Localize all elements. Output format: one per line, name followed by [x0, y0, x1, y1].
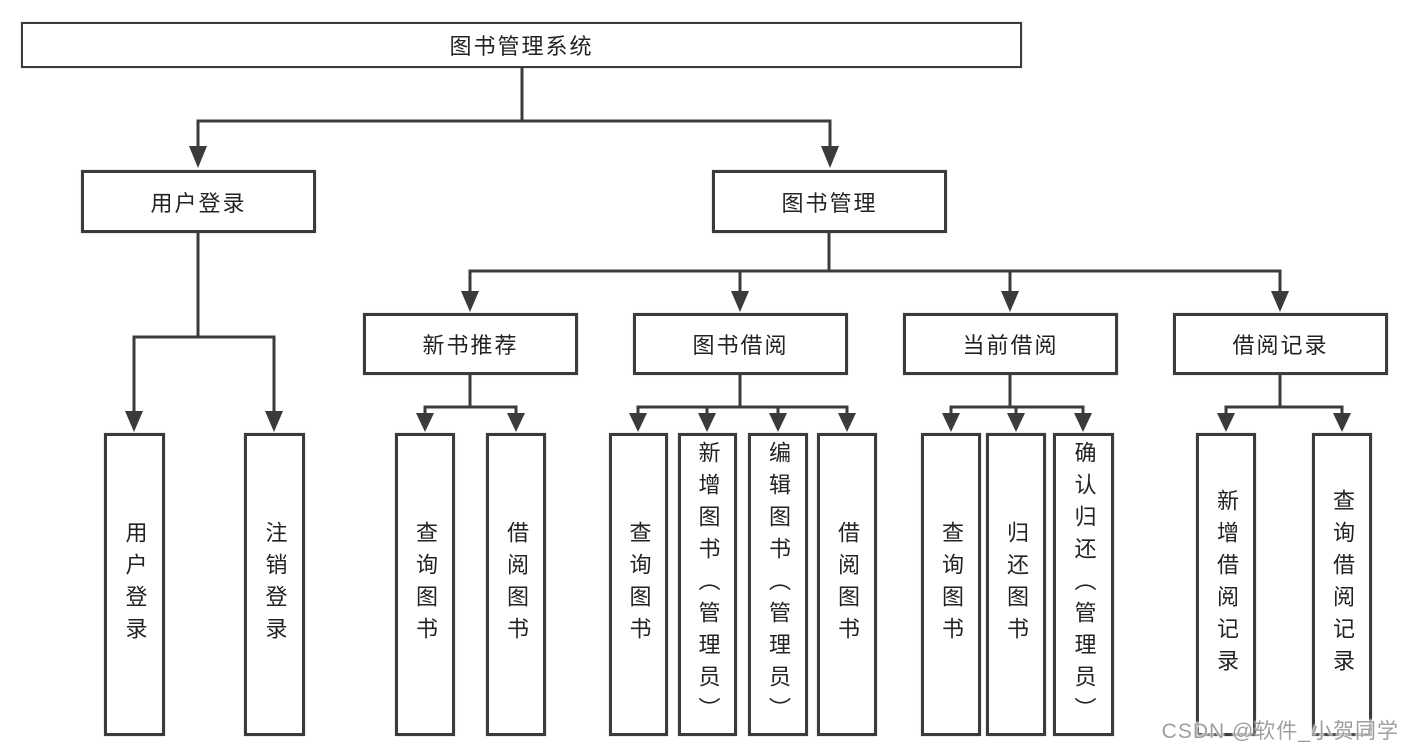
node-root-label: 图书管理系统 — [449, 34, 594, 59]
leaf-recommend-borrow-books: 借阅图书 — [486, 433, 546, 736]
leaf-recommend-query-books: 查询图书 — [395, 433, 455, 736]
node-user-login: 用户登录 — [81, 170, 316, 233]
leaf-query-borrow-record: 查询借阅记录 — [1312, 433, 1372, 736]
csdn-watermark: CSDN @软件_小贺同学 — [1161, 720, 1399, 743]
leaf-recommend-query-books-label: 查询图书 — [413, 520, 438, 649]
leaf-user-login-label: 用户登录 — [122, 520, 148, 649]
leaf-query-borrow-record-label: 查询借阅记录 — [1330, 488, 1355, 681]
leaf-confirm-return-admin: 确认归还（管理员） — [1053, 433, 1114, 736]
leaf-return-books-label: 归还图书 — [1004, 520, 1029, 649]
node-borrow-records: 借阅记录 — [1173, 313, 1388, 375]
leaf-return-books: 归还图书 — [986, 433, 1046, 736]
arrowheads — [125, 146, 1351, 432]
node-book-borrow-label: 图书借阅 — [692, 333, 789, 358]
leaf-borrow-books-label: 借阅图书 — [835, 520, 860, 649]
node-borrow-records-label: 借阅记录 — [1232, 333, 1329, 358]
leaf-logout-label: 注销登录 — [262, 520, 288, 649]
leaf-edit-book-admin-label: 编辑图书（管理员） — [766, 440, 791, 729]
node-root: 图书管理系统 — [21, 22, 1022, 68]
leaf-add-borrow-record-label: 新增借阅记录 — [1214, 488, 1239, 681]
leaf-add-book-admin-label: 新增图书（管理员） — [695, 440, 721, 729]
node-new-book-recommend: 新书推荐 — [363, 313, 578, 375]
node-book-management: 图书管理 — [712, 170, 947, 233]
leaf-confirm-return-admin-label: 确认归还（管理员） — [1071, 440, 1097, 729]
leaf-user-login: 用户登录 — [104, 433, 165, 736]
node-current-borrow: 当前借阅 — [903, 313, 1118, 375]
node-book-management-label: 图书管理 — [781, 190, 878, 216]
leaf-logout: 注销登录 — [244, 433, 305, 736]
leaf-borrow-query-books: 查询图书 — [609, 433, 668, 736]
leaf-add-book-admin: 新增图书（管理员） — [678, 433, 737, 736]
leaf-recommend-borrow-books-label: 借阅图书 — [504, 520, 529, 649]
node-book-borrow: 图书借阅 — [633, 313, 848, 375]
node-current-borrow-label: 当前借阅 — [962, 333, 1059, 358]
leaf-current-query-books: 查询图书 — [921, 433, 981, 736]
leaf-borrow-books: 借阅图书 — [817, 433, 877, 736]
leaf-borrow-query-books-label: 查询图书 — [626, 520, 652, 649]
node-new-book-recommend-label: 新书推荐 — [422, 333, 519, 358]
leaf-current-query-books-label: 查询图书 — [939, 520, 964, 649]
leaf-add-borrow-record: 新增借阅记录 — [1196, 433, 1256, 736]
node-user-login-label: 用户登录 — [150, 190, 247, 216]
leaf-edit-book-admin: 编辑图书（管理员） — [748, 433, 808, 736]
